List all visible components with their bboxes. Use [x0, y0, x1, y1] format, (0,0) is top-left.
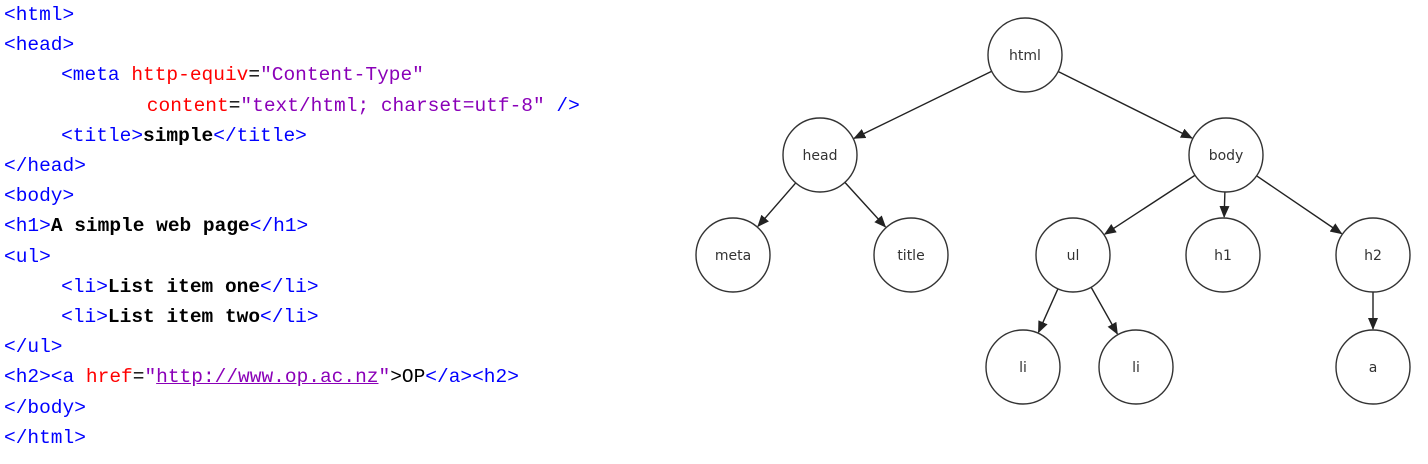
code-token: href [85, 366, 133, 389]
node-circle [1335, 217, 1411, 293]
code-line: <html> [4, 0, 74, 30]
tree-node-title: title [873, 217, 949, 293]
dom-tree-svg: html head body meta title ul h1 h2 li li a [695, 17, 1411, 405]
node-label: li [1019, 360, 1027, 376]
code-token: <html> [4, 4, 75, 26]
node-label: html [1009, 48, 1041, 64]
code-token: <li> [61, 275, 108, 298]
code-token: <title> [61, 124, 144, 147]
code-line: <li>List item one</li> [61, 272, 318, 302]
tree-node-body: body [1188, 117, 1264, 193]
code-line: <meta http-equiv="Content-Type" [61, 60, 424, 90]
code-link[interactable]: http://www.op.ac.nz [156, 366, 379, 389]
code-token: <h2><a [4, 366, 86, 389]
code-line: </body> [4, 393, 86, 423]
tree-node-h2: h2 [1335, 217, 1411, 293]
code-line: </head> [4, 151, 86, 181]
code-token: " [378, 366, 391, 389]
code-token: = [248, 64, 261, 87]
edge-body-ul [1103, 174, 1196, 235]
code-token: <ul> [4, 245, 51, 268]
node-label: head [803, 148, 838, 164]
code-line: <title>simple</title> [61, 121, 307, 151]
edge-html-body [1057, 70, 1193, 139]
tree-node-html: html [987, 17, 1063, 93]
node-label: body [1209, 148, 1244, 164]
node-label: li [1132, 360, 1140, 376]
node-circle [987, 17, 1063, 93]
node-label: meta [715, 248, 751, 264]
code-token: " [144, 366, 157, 389]
code-line: <head> [4, 30, 74, 60]
code-token: content [146, 94, 229, 117]
tree-node-meta: meta [695, 217, 771, 293]
node-label: title [897, 248, 924, 264]
edge-ul-li1 [1037, 288, 1059, 334]
code-token: </title> [213, 124, 307, 147]
node-circle [985, 329, 1061, 405]
tree-node-head: head [782, 117, 858, 193]
code-token: </li> [260, 275, 319, 298]
code-token: </ul> [4, 336, 63, 359]
node-label: h2 [1364, 248, 1382, 264]
code-token: </a><h2> [425, 366, 519, 389]
code-token: "text/html; charset=utf-8" [240, 94, 545, 117]
code-token: <h1> [4, 215, 51, 238]
code-line: <h2><a href="http://www.op.ac.nz">OP</a>… [4, 362, 519, 392]
code-token: </li> [260, 306, 319, 328]
code-line: </html> [4, 423, 86, 453]
edge-body-h2 [1256, 175, 1343, 235]
code-token: </body> [4, 396, 86, 419]
tree-node-a: a [1335, 329, 1411, 405]
node-circle [695, 217, 771, 293]
code-token: http-equiv [131, 64, 249, 87]
node-circle [1185, 217, 1261, 293]
node-label: a [1369, 360, 1378, 376]
node-label: ul [1067, 248, 1080, 264]
html-source-code: <html><head><meta http-equiv="Content-Ty… [4, 0, 694, 464]
dom-tree-diagram: html head body meta title ul h1 h2 li li a [690, 0, 1428, 464]
code-line: content="text/html; charset=utf-8" /> [147, 91, 580, 121]
node-circle [1098, 329, 1174, 405]
code-line: <li>List item two</li> [61, 302, 318, 332]
node-circle [873, 217, 949, 293]
tree-node-ul: ul [1035, 217, 1111, 293]
code-token: List item one [107, 275, 261, 298]
tree-node-li1: li [985, 329, 1061, 405]
edge-html-head [853, 70, 993, 139]
code-line: </ul> [4, 332, 63, 362]
tree-node-h1: h1 [1185, 217, 1261, 293]
code-token: = [228, 94, 241, 117]
edge-ul-li2 [1090, 286, 1118, 335]
code-token: <head> [4, 34, 75, 57]
code-line: <h1>A simple web page</h1> [4, 211, 308, 241]
code-token: <body> [4, 185, 75, 208]
code-token: simple [143, 124, 214, 147]
node-circle [1035, 217, 1111, 293]
code-line: <ul> [4, 242, 51, 272]
code-line: <body> [4, 181, 74, 211]
edge-head-meta [757, 182, 797, 228]
code-token: "Content-Type" [260, 64, 424, 87]
code-token: </html> [4, 426, 86, 449]
code-token: <meta [61, 64, 132, 87]
node-label: h1 [1214, 248, 1232, 264]
node-circle [782, 117, 858, 193]
code-token: </h1> [249, 215, 309, 238]
code-token: List item two [107, 306, 261, 328]
edge-head-title [844, 181, 887, 228]
edge-body-h1 [1219, 191, 1230, 219]
code-token: <li> [61, 306, 108, 328]
node-circle [1335, 329, 1411, 405]
code-token: </head> [4, 155, 86, 177]
code-token: = [132, 366, 145, 389]
node-circle [1188, 117, 1264, 193]
code-token: >OP [390, 366, 426, 389]
tree-node-li2: li [1098, 329, 1174, 405]
code-token: A simple web page [50, 215, 250, 238]
code-token: /> [544, 94, 580, 117]
